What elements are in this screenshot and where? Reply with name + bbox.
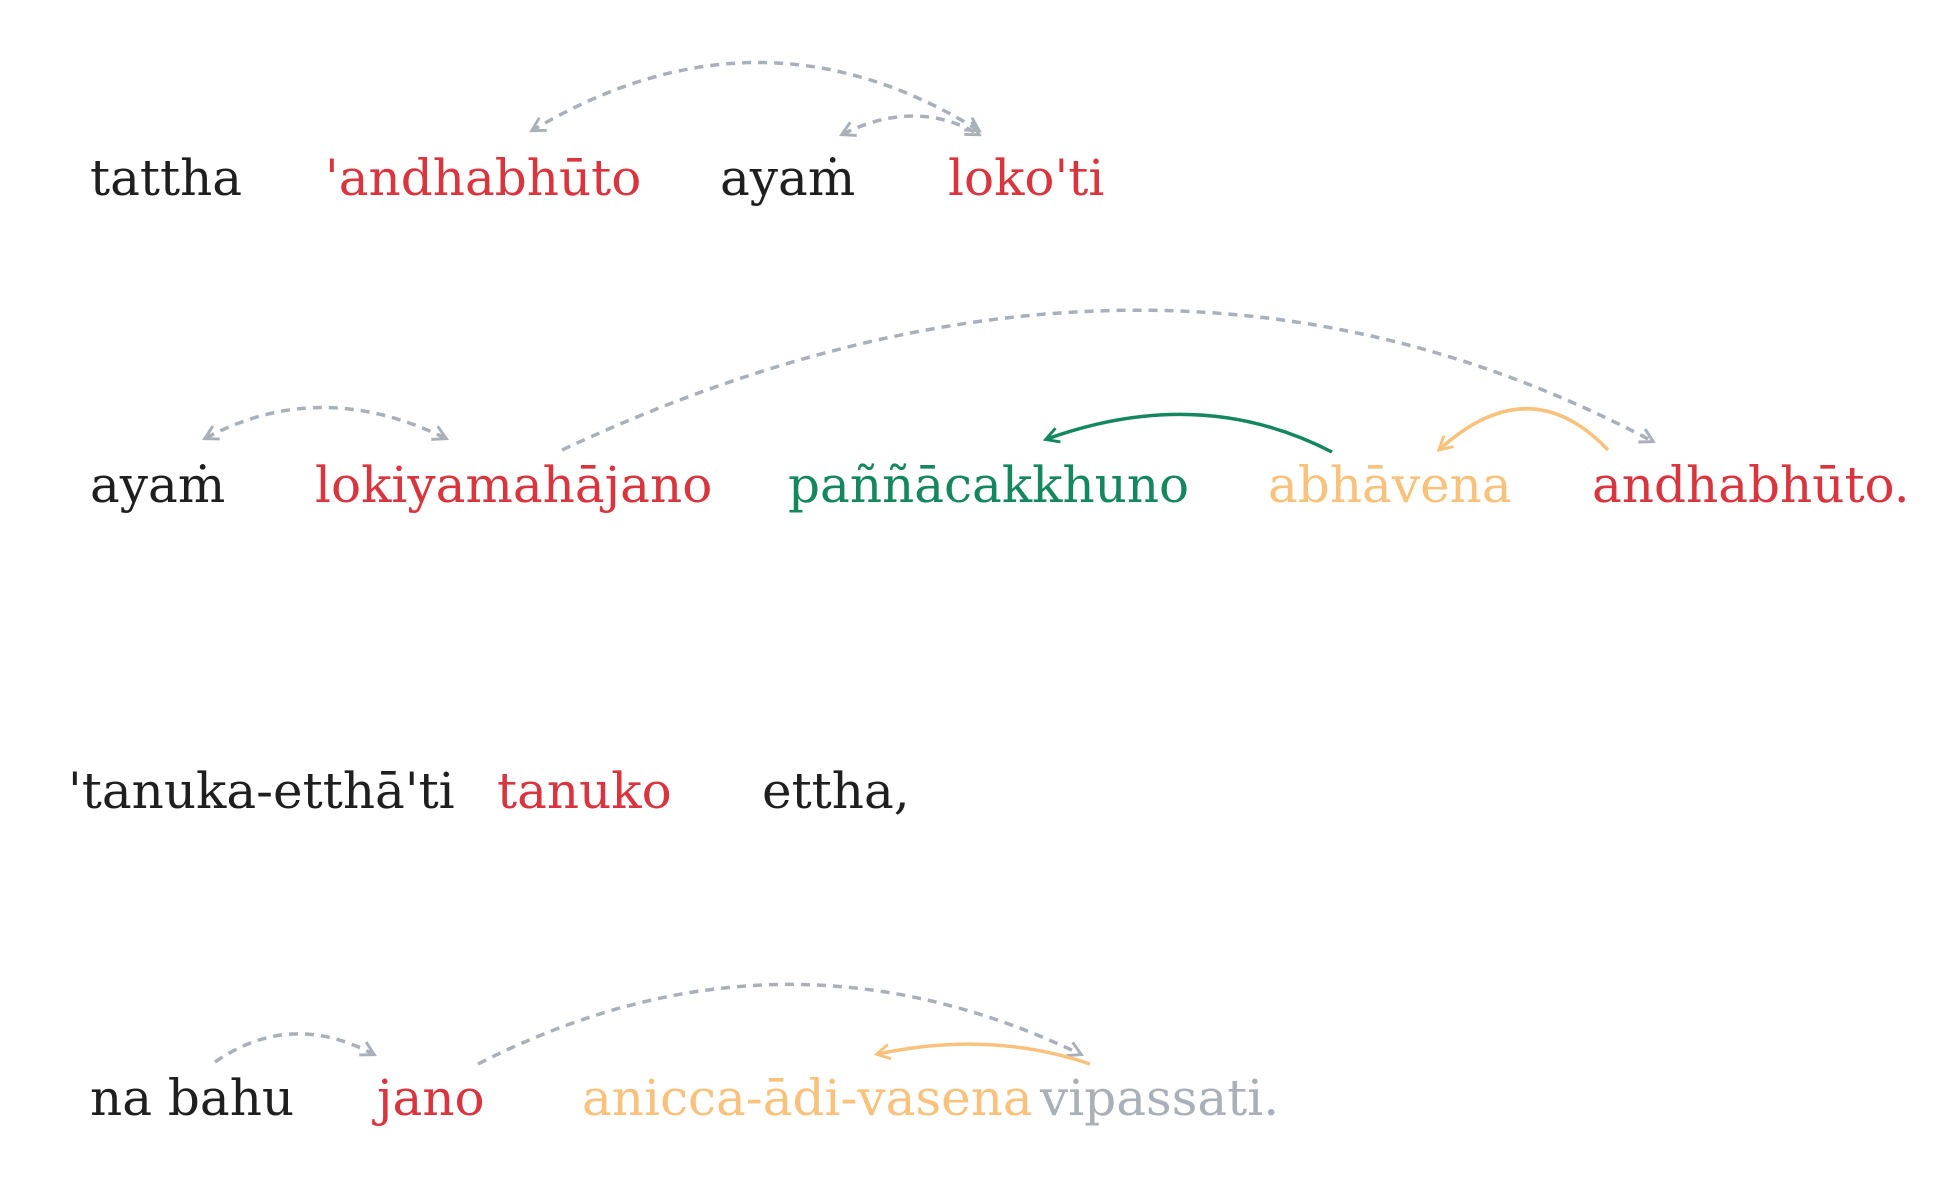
- word-anicca-adi-vasena: anicca-ādi-vasena: [582, 1069, 1033, 1127]
- sentence-line-3: 'tanuka-etthā'ti tanuko ettha,: [68, 762, 910, 820]
- relation-arc: [843, 114, 978, 134]
- sentence-line-1: tattha 'andhabhūto ayaṁ loko'ti: [90, 149, 1104, 207]
- word-ayam: ayaṁ: [90, 456, 225, 514]
- relation-arc: [561, 308, 1652, 452]
- relation-arc: [1047, 412, 1333, 454]
- word-tanuko: tanuko: [497, 762, 672, 820]
- relation-arc: [214, 1032, 373, 1064]
- sentence-line-4: na bahu jano anicca-ādi-vasena vipassati…: [90, 1069, 1279, 1127]
- word-andhabhuto-final: andhabhūto.: [1592, 456, 1910, 514]
- word-ettha: ettha,: [762, 762, 910, 820]
- word-tattha: tattha: [90, 149, 242, 207]
- relation-arc: [533, 60, 978, 131]
- relation-arc: [878, 1042, 1091, 1066]
- relation-arc: [206, 405, 445, 439]
- word-lokiyamahajano: lokiyamahājano: [315, 456, 712, 514]
- word-jano: jano: [372, 1069, 485, 1127]
- sentence-line-2: ayaṁ lokiyamahājano paññācakkhuno abhāve…: [90, 456, 1910, 514]
- word-abhavena: abhāvena: [1268, 456, 1512, 514]
- word-loko-ti: loko'ti: [948, 149, 1104, 207]
- word-tanuka-ettha-ti: 'tanuka-etthā'ti: [68, 762, 455, 820]
- word-ayam: ayaṁ: [720, 149, 855, 207]
- word-andhabhuto: 'andhabhūto: [325, 149, 641, 207]
- word-na-bahu: na bahu: [90, 1069, 294, 1127]
- relation-arc: [477, 982, 1080, 1066]
- relation-arc: [1440, 407, 1610, 450]
- word-vipassati: vipassati.: [1039, 1069, 1279, 1127]
- relation-arcs: [206, 60, 1652, 1066]
- word-pannacakkhuno: paññācakkhuno: [788, 456, 1189, 514]
